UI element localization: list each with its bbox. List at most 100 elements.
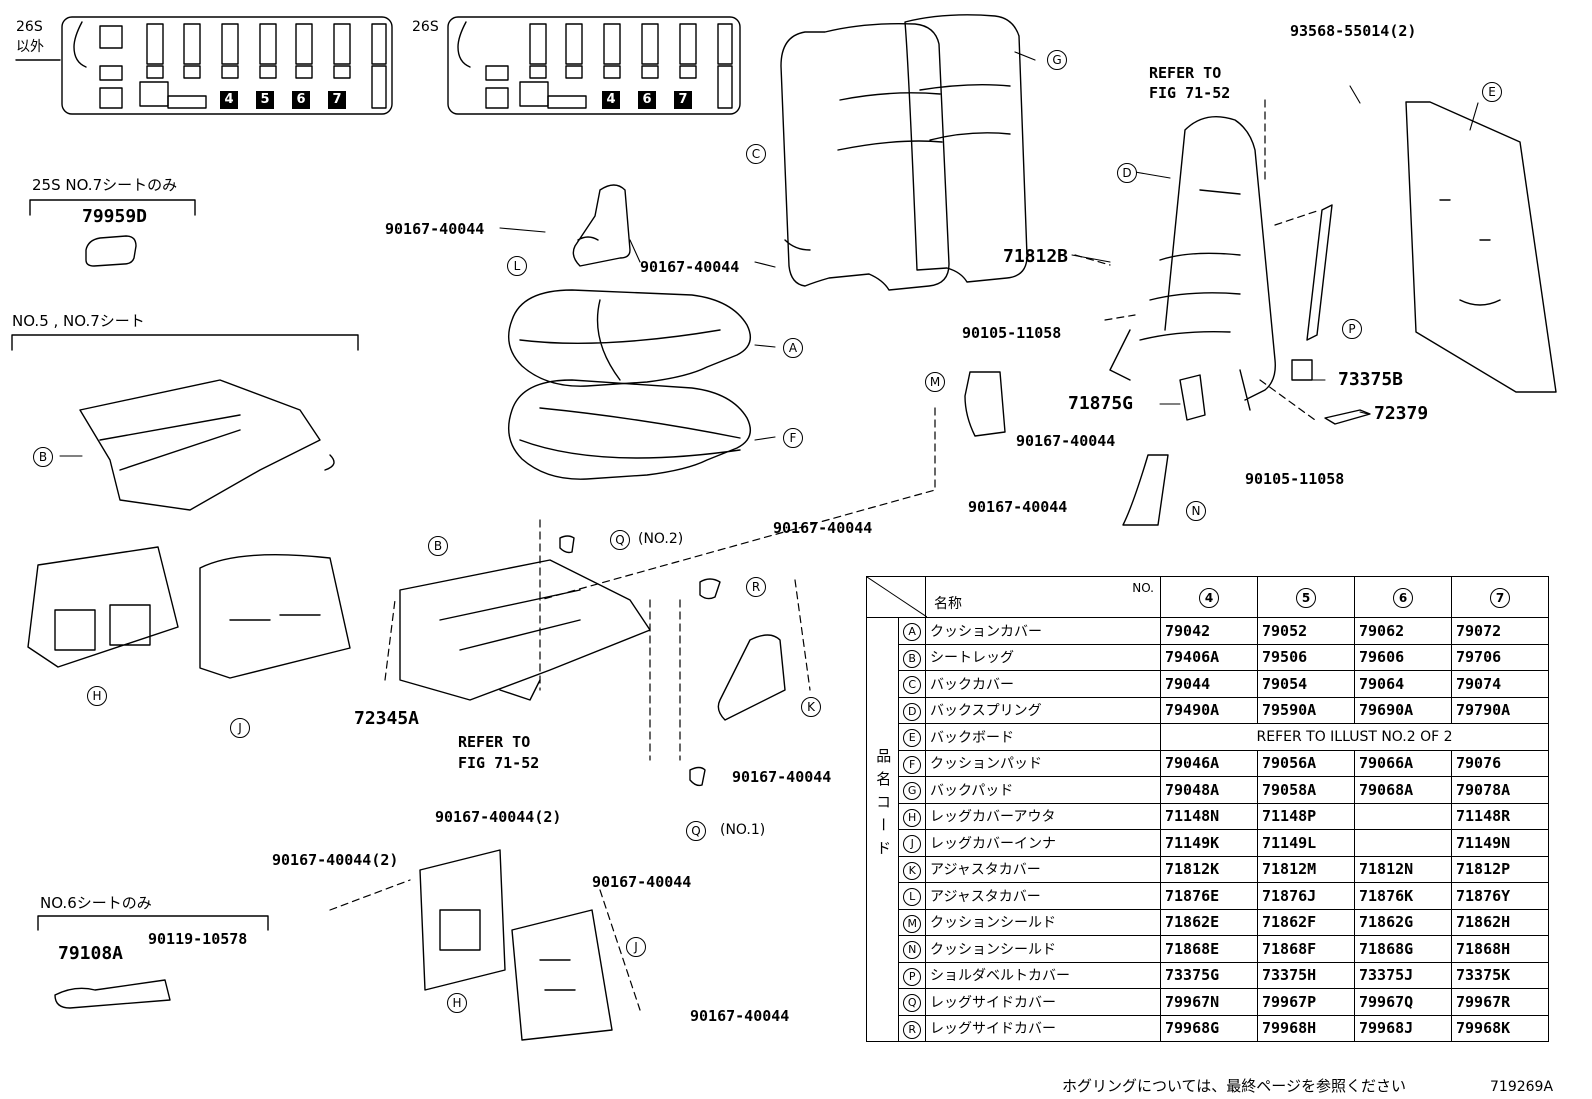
adjuster-cover-k-shape xyxy=(717,634,786,721)
leg-cover-h-shape-lower xyxy=(419,849,506,991)
callout-h: H xyxy=(87,686,107,706)
row-letter: D xyxy=(898,696,926,724)
row-letter: H xyxy=(898,802,926,830)
part-code: 79506 xyxy=(1257,643,1355,671)
refer-note-2: REFER TO xyxy=(458,733,531,751)
cushion-shield-m-shape xyxy=(964,371,1006,437)
leader-lines xyxy=(329,99,1321,1011)
back-board-e-shape xyxy=(1405,101,1557,393)
row-letter: Q xyxy=(898,988,926,1016)
part-name: バックカバー xyxy=(925,670,1161,698)
callout-j: J xyxy=(230,718,250,738)
callout-j: J xyxy=(626,937,646,957)
row-letter: P xyxy=(898,961,926,989)
seat-number-badge: 6 xyxy=(638,91,656,109)
part-code: 73375J xyxy=(1354,961,1452,989)
part-code: 71868F xyxy=(1257,935,1355,963)
span-note: REFER TO ILLUST NO.2 OF 2 xyxy=(1160,723,1549,751)
column-header-5: 5 xyxy=(1257,576,1355,618)
adjuster-cover-l-shape xyxy=(572,184,631,267)
part-name: レッグカバーインナ xyxy=(925,829,1161,857)
callout-f: F xyxy=(783,428,803,448)
seat-layout-diagram-right xyxy=(447,16,741,115)
part-name: バックスプリング xyxy=(925,696,1161,724)
part-name: バックパッド xyxy=(925,776,1161,804)
column-header-4: 4 xyxy=(1160,576,1258,618)
part-code: 79056A xyxy=(1257,749,1355,777)
seat-number-badge: 7 xyxy=(328,91,346,109)
part-number-90105: 90105-11058 xyxy=(1245,470,1345,488)
part-code: 71868E xyxy=(1160,935,1258,963)
part-name: クッションシールド xyxy=(925,935,1161,963)
part-79959d-shape xyxy=(85,235,137,267)
part-number-90105: 90105-11058 xyxy=(962,324,1062,342)
part-71875g-shape xyxy=(1179,374,1206,421)
part-code xyxy=(1354,829,1452,857)
row-letter: L xyxy=(898,882,926,910)
note-bracket-no6 xyxy=(37,915,269,931)
note-q-no1: (NO.1) xyxy=(720,822,766,838)
part-code: 71876Y xyxy=(1451,882,1549,910)
callout-p: P xyxy=(1342,319,1362,339)
part-code xyxy=(1354,802,1452,830)
part-code: 73375G xyxy=(1160,961,1258,989)
part-code: 79044 xyxy=(1160,670,1258,698)
leg-cover-j-shape xyxy=(199,553,351,679)
seat-number-badge: 6 xyxy=(292,91,310,109)
row-letter: F xyxy=(898,749,926,777)
part-name: レッグカバーアウタ xyxy=(925,802,1161,830)
row-letter: R xyxy=(898,1014,926,1042)
part-code: 71868H xyxy=(1451,935,1549,963)
part-code: 79062 xyxy=(1354,617,1452,645)
leg-side-cover-q-shape xyxy=(559,535,706,787)
callout-g: G xyxy=(1047,50,1067,70)
part-name: クッションカバー xyxy=(925,617,1161,645)
note-q-no2: (NO.2) xyxy=(638,531,684,547)
callout-b: B xyxy=(428,536,448,556)
part-number-90119: 90119-10578 xyxy=(148,930,248,948)
part-code: 79968G xyxy=(1160,1014,1258,1042)
solid-leaders xyxy=(59,51,1479,457)
note-25s-no7-only: 25S NO.7シートのみ xyxy=(32,176,178,194)
header-name-label: 名称 xyxy=(934,596,962,612)
part-name: バックボード xyxy=(925,723,1161,751)
part-code: 71812N xyxy=(1354,855,1452,883)
callout-k: K xyxy=(801,697,821,717)
part-number-90167: 90167-40044 xyxy=(690,1007,790,1025)
note-bracket-25s xyxy=(29,199,196,216)
row-letter: E xyxy=(898,723,926,751)
part-code: 79967P xyxy=(1257,988,1355,1016)
part-code: 71876E xyxy=(1160,882,1258,910)
leg-cover-h-shape xyxy=(27,546,179,668)
seat-number-badge: 7 xyxy=(674,91,692,109)
callout-a: A xyxy=(783,338,803,358)
row-letter: B xyxy=(898,643,926,671)
row-letter: C xyxy=(898,670,926,698)
part-code: 79968J xyxy=(1354,1014,1452,1042)
callout-n: N xyxy=(1186,501,1206,521)
part-code: 79967Q xyxy=(1354,988,1452,1016)
part-name: ショルダベルトカバー xyxy=(925,961,1161,989)
part-code: 79076 xyxy=(1451,749,1549,777)
part-code: 79790A xyxy=(1451,696,1549,724)
seat-layout-diagram-left xyxy=(15,16,393,115)
row-letter: M xyxy=(898,908,926,936)
part-code: 73375K xyxy=(1451,961,1549,989)
part-code: 71149N xyxy=(1451,829,1549,857)
row-letter: K xyxy=(898,855,926,883)
part-name: シートレッグ xyxy=(925,643,1161,671)
row-letter: N xyxy=(898,935,926,963)
